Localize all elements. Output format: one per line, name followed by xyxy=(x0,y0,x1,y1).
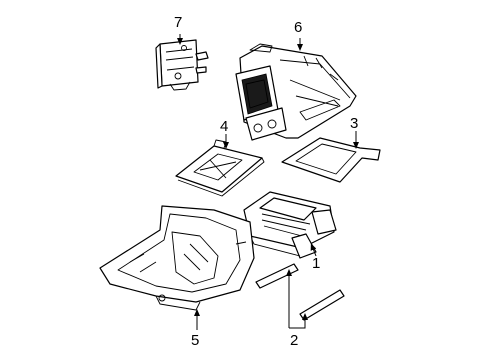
callout-2: 2 xyxy=(290,332,298,349)
callout-5: 5 xyxy=(191,332,199,349)
callout-3: 3 xyxy=(350,115,358,132)
callout-7: 7 xyxy=(174,14,182,31)
part-1-heater-core xyxy=(243,191,337,259)
callout-1: 1 xyxy=(312,255,320,272)
callout-4: 4 xyxy=(220,118,228,135)
callout-6: 6 xyxy=(294,19,302,36)
part-3-seal xyxy=(281,137,381,183)
part-7-bracket xyxy=(155,39,209,91)
part-5-case xyxy=(99,205,255,311)
part-2-seal-strips xyxy=(255,263,345,321)
callout-leaders xyxy=(177,34,359,330)
part-6-housing xyxy=(235,43,357,141)
part-4-cover xyxy=(175,139,265,197)
